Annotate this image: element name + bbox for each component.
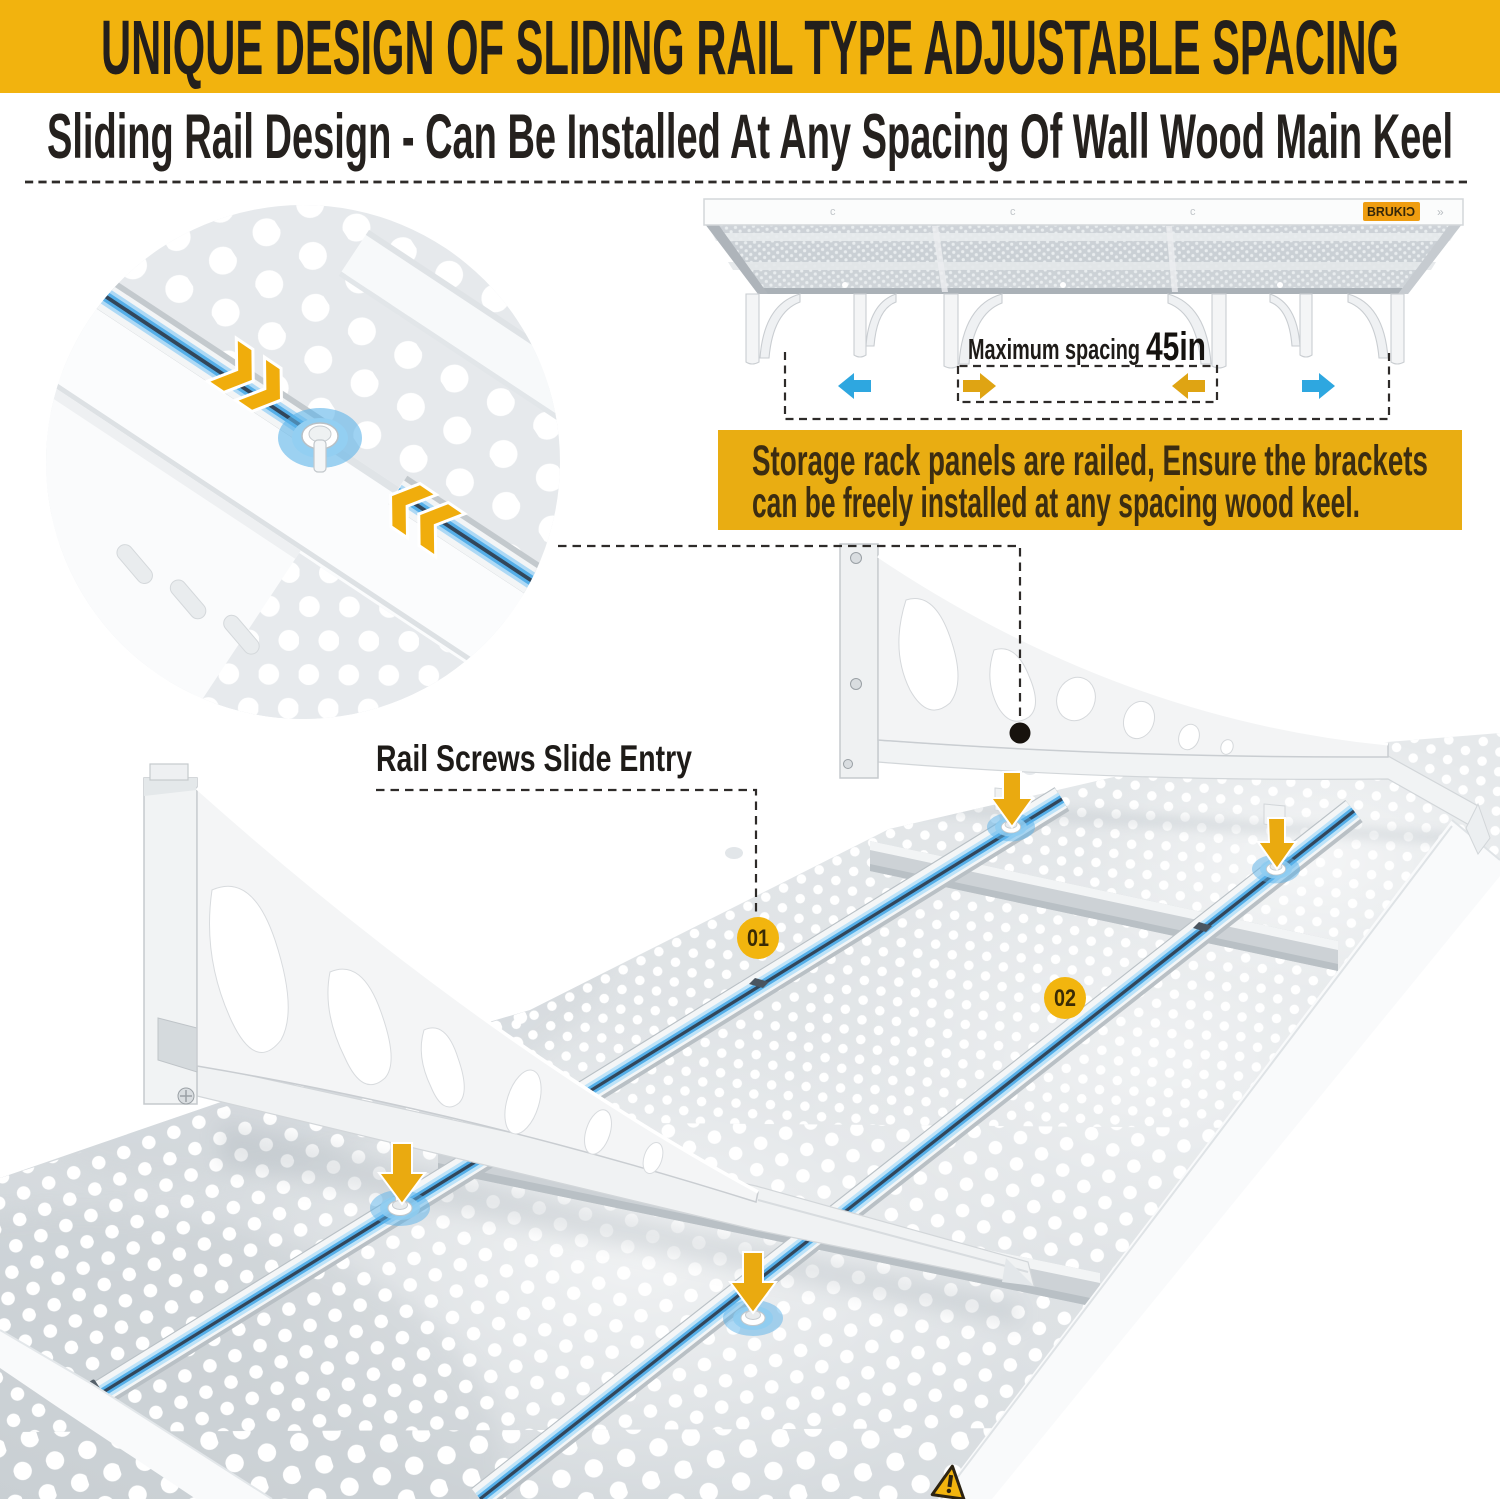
svg-text:Rail Screws Slide Entry: Rail Screws Slide Entry <box>376 738 692 779</box>
svg-text:01: 01 <box>747 925 769 952</box>
svg-text:Sliding Rail Design - Can Be I: Sliding Rail Design - Can Be Installed A… <box>47 102 1453 172</box>
svg-text:c: c <box>830 206 836 218</box>
svg-text:BRUKIƆ: BRUKIƆ <box>1367 204 1415 219</box>
svg-text:»: » <box>1437 205 1444 219</box>
svg-text:c: c <box>1010 206 1016 218</box>
svg-text:Storage rack panels are railed: Storage rack panels are railed, Ensure t… <box>752 437 1428 485</box>
svg-text:c: c <box>1190 206 1196 218</box>
svg-text:Maximum spacing: Maximum spacing <box>968 334 1140 366</box>
svg-text:UNIQUE DESIGN OF SLIDING RAIL: UNIQUE DESIGN OF SLIDING RAIL TYPE ADJUS… <box>101 5 1399 91</box>
svg-text:02: 02 <box>1054 985 1076 1012</box>
svg-text:can be freely installed at any: can be freely installed at any spacing w… <box>752 479 1360 527</box>
svg-text:45in: 45in <box>1146 325 1206 369</box>
